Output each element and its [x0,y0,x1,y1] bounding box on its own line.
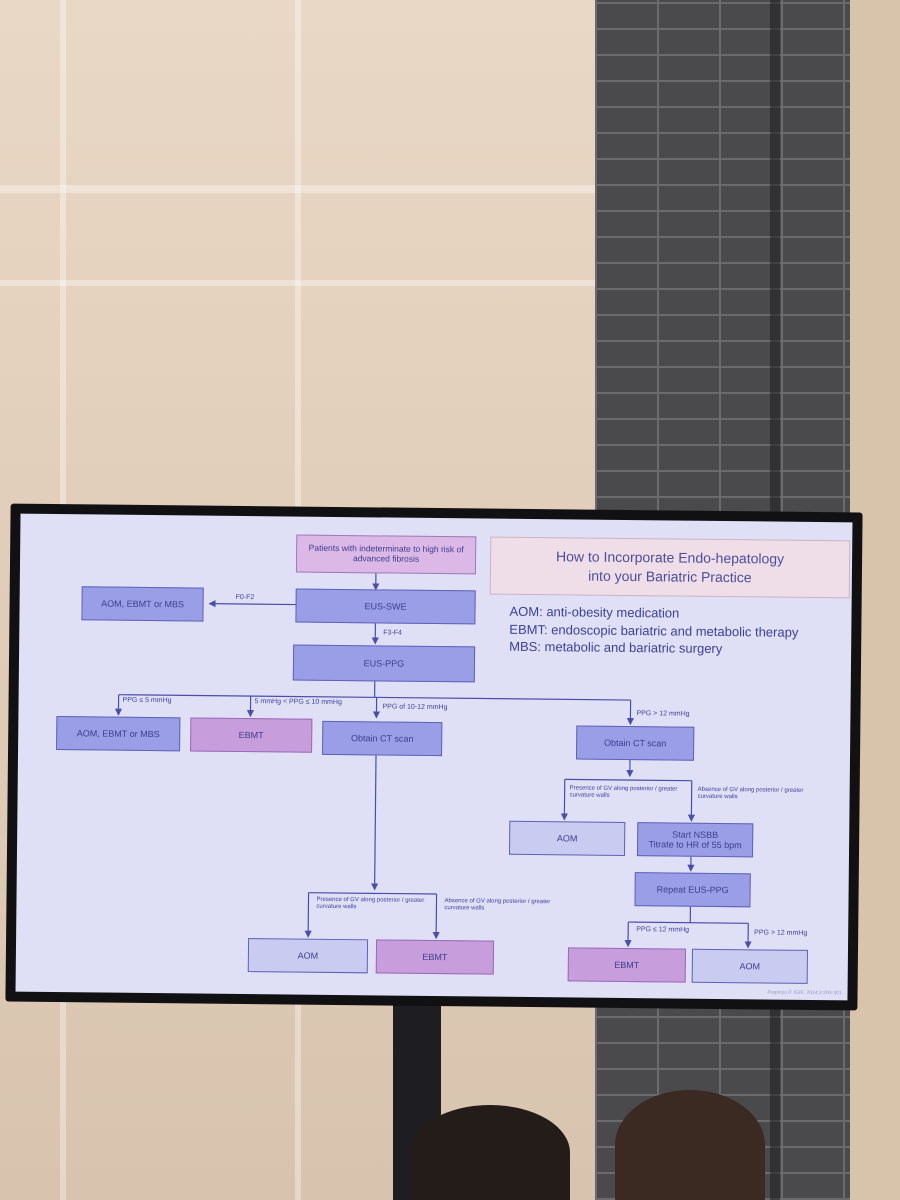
window-mullion [0,185,600,193]
obtain-ct-right-box: Obtain CT scan [575,725,695,761]
gv-absent-left-label: Absence of GV along posterior / greater … [444,898,551,912]
ebmt-bottom-left-box: EBMT [375,939,495,975]
audience-head [615,1090,765,1200]
slide-title-line2: into your Bariatric Practice [588,567,752,586]
gv-present-left-label: Presence of GV along posterior / greater… [316,896,425,910]
ebmt-mid-box: EBMT [190,717,313,753]
tv-monitor: Patients with indeterminate to high risk… [5,503,863,1011]
window-mullion [0,280,600,286]
gv-present-right-label: Presence of GV along posterior / greater… [569,785,678,799]
ppg-gt12-bottom-label: PPG > 12 mmHg [754,929,808,937]
branch-label-ppg-5-10: 5 mmHg < PPG ≤ 10 mmHg [254,698,342,707]
titrate-hr-text: Titrate to HR of 55 bpm [648,839,742,851]
eus-swe-box: EUS-SWE [295,588,476,625]
ebmt-bottom-right-box: EBMT [567,947,687,983]
slide-title-line1: How to Incorporate Endo-hepatology [555,548,785,567]
aom-bottom-left-box: AOM [247,938,369,974]
start-nsbb-text: Start NSBB [672,829,719,840]
branch-label-ppg-gt12: PPG > 12 mmHg [636,710,690,718]
branch-label-ppg-10-12: PPG of 10-12 mmHg [382,703,448,712]
aom-ebmt-mbs-box: AOM, EBMT or MBS [56,716,181,752]
start-box: Patients with indeterminate to high risk… [295,534,477,575]
ppg-le12-label: PPG ≤ 12 mmHg [636,926,690,934]
aom-ebmt-mbs-top-box: AOM, EBMT or MBS [81,586,204,622]
branch-label-ppg-le5: PPG ≤ 5 mmHg [122,696,172,705]
f0-f2-label: F0-F2 [235,593,255,602]
repeat-eus-ppg-box: Repeat EUS-PPG [634,872,751,908]
audience-head [410,1105,570,1200]
slide-screen: Patients with indeterminate to high risk… [15,513,853,1001]
aom-right-box: AOM [508,820,626,857]
abbreviation-legend: AOM: anti-obesity medication EBMT: endos… [509,603,799,659]
citation: Jirapinyo P. IGIE. 2024;3:293-301 [766,989,842,997]
legend-mbs: MBS: metabolic and bariatric surgery [509,638,723,657]
f3-f4-label: F3-F4 [383,629,403,637]
slide-title-box: How to Incorporate Endo-hepatology into … [489,536,851,599]
eus-ppg-box: EUS-PPG [292,644,476,683]
nsbb-box: Start NSBB Titrate to HR of 55 bpm [636,822,754,858]
gv-absent-right-label: Absence of GV along posterior / greater … [697,786,804,800]
aom-bottom-right-box: AOM [691,948,809,984]
obtain-ct-left-box: Obtain CT scan [322,720,443,757]
flowchart-connectors [114,573,752,949]
